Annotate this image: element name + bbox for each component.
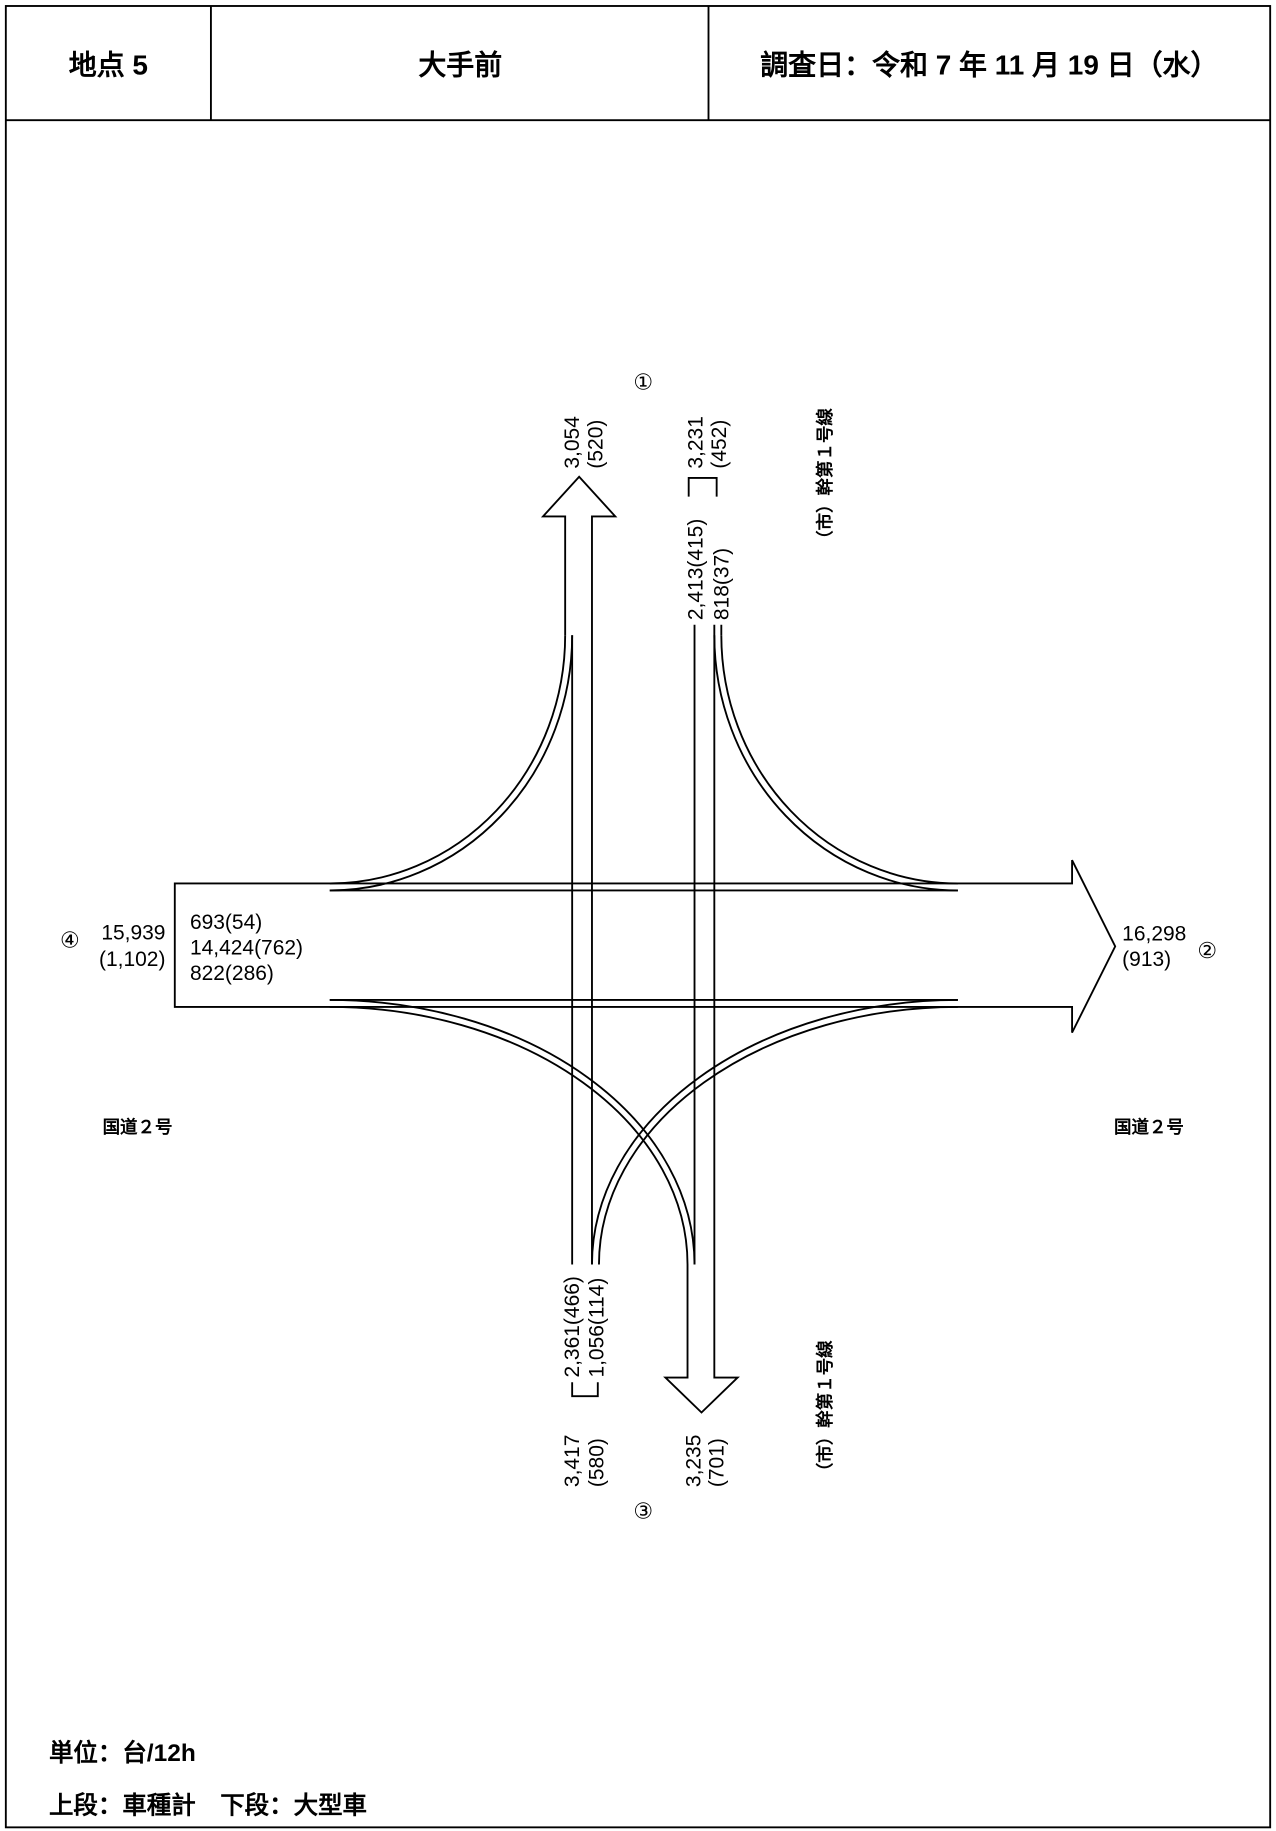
east-road-name: 国道２号 <box>1114 1117 1184 1137</box>
sheet-frame <box>4 5 1272 1829</box>
site-label: 地点 5 <box>69 50 148 81</box>
north-through-count: 2,413(415) <box>685 519 708 620</box>
south-outbound-arrow <box>663 624 740 1414</box>
south-outbound-large: (701) <box>706 1438 729 1487</box>
north-left-turn-count: 818(37) <box>710 548 733 620</box>
row-legend: 上段：車種計 下段：大型車 <box>49 1790 367 1819</box>
west-through-count: 14,424(762) <box>190 937 303 960</box>
south-inbound-bracket <box>571 1382 599 1398</box>
west-marker: ④ <box>60 928 80 953</box>
north-road-name: （市）幹第１号線 <box>815 408 835 548</box>
north-outbound-large: (520) <box>584 420 607 469</box>
header: 地点 5 大手前 調査日：令和 7 年 11 月 19 日（水） <box>69 49 1219 81</box>
east-outbound-large: (913) <box>1122 948 1171 971</box>
south-inbound-large: (580) <box>586 1438 609 1487</box>
west-labels: ④ 15,939 (1,102) 693(54) 14,424(762) 822… <box>60 911 303 1137</box>
south-right-turn-count: 1,056(114) <box>586 1278 609 1378</box>
south-marker: ③ <box>633 1499 653 1524</box>
north-left-turn-curve-outer <box>713 635 958 892</box>
south-right-turn-curve-inner <box>598 1006 958 1265</box>
west-right-turn-curve-inner <box>329 1006 689 1265</box>
north-inbound-large: (452) <box>708 420 731 469</box>
location-name: 大手前 <box>418 49 502 81</box>
north-marker: ① <box>633 369 653 394</box>
south-road-name: （市）幹第１号線 <box>815 1340 835 1480</box>
north-labels: ① 3,054 (520) 3,231 (452) 2,413(415) 818… <box>561 369 835 620</box>
north-outbound-arrow <box>540 475 618 1265</box>
north-inbound-total: 3,231 <box>685 416 708 468</box>
flow-diagram <box>173 475 1117 1414</box>
survey-date: 調査日：令和 7 年 11 月 19 日（水） <box>760 49 1218 81</box>
east-labels: 16,298 (913) ② 国道２号 <box>1114 923 1217 1137</box>
west-inbound-large: (1,102) <box>99 948 165 971</box>
south-labels: 2,361(466) 1,056(114) 3,417 (580) 3,235 … <box>561 1276 835 1523</box>
south-inbound-total: 3,417 <box>561 1435 584 1487</box>
west-left-turn-curve-outer <box>329 635 574 892</box>
east-outbound-arrow <box>173 859 1117 1034</box>
west-inbound-total: 15,939 <box>101 921 165 944</box>
east-marker: ② <box>1197 938 1217 963</box>
north-inbound-bracket <box>687 476 718 497</box>
west-left-turn-curve-inner <box>329 635 567 885</box>
south-outbound-total: 3,235 <box>682 1435 705 1487</box>
south-right-turn-curve-outer <box>591 999 958 1265</box>
west-right-turn-curve-outer <box>329 999 696 1265</box>
north-outbound-total: 3,054 <box>561 416 584 469</box>
east-outbound-total: 16,298 <box>1122 923 1186 946</box>
outer-border <box>4 5 1272 1829</box>
south-through-count: 2,361(466) <box>561 1276 584 1377</box>
footer: 単位：台/12h 上段：車種計 下段：大型車 <box>49 1738 367 1819</box>
west-right-turn-count: 822(286) <box>190 962 274 985</box>
north-left-turn-curve-inner <box>720 635 958 885</box>
unit-note: 単位：台/12h <box>49 1738 196 1767</box>
west-left-turn-count: 693(54) <box>190 911 262 934</box>
west-road-name: 国道２号 <box>103 1117 173 1137</box>
